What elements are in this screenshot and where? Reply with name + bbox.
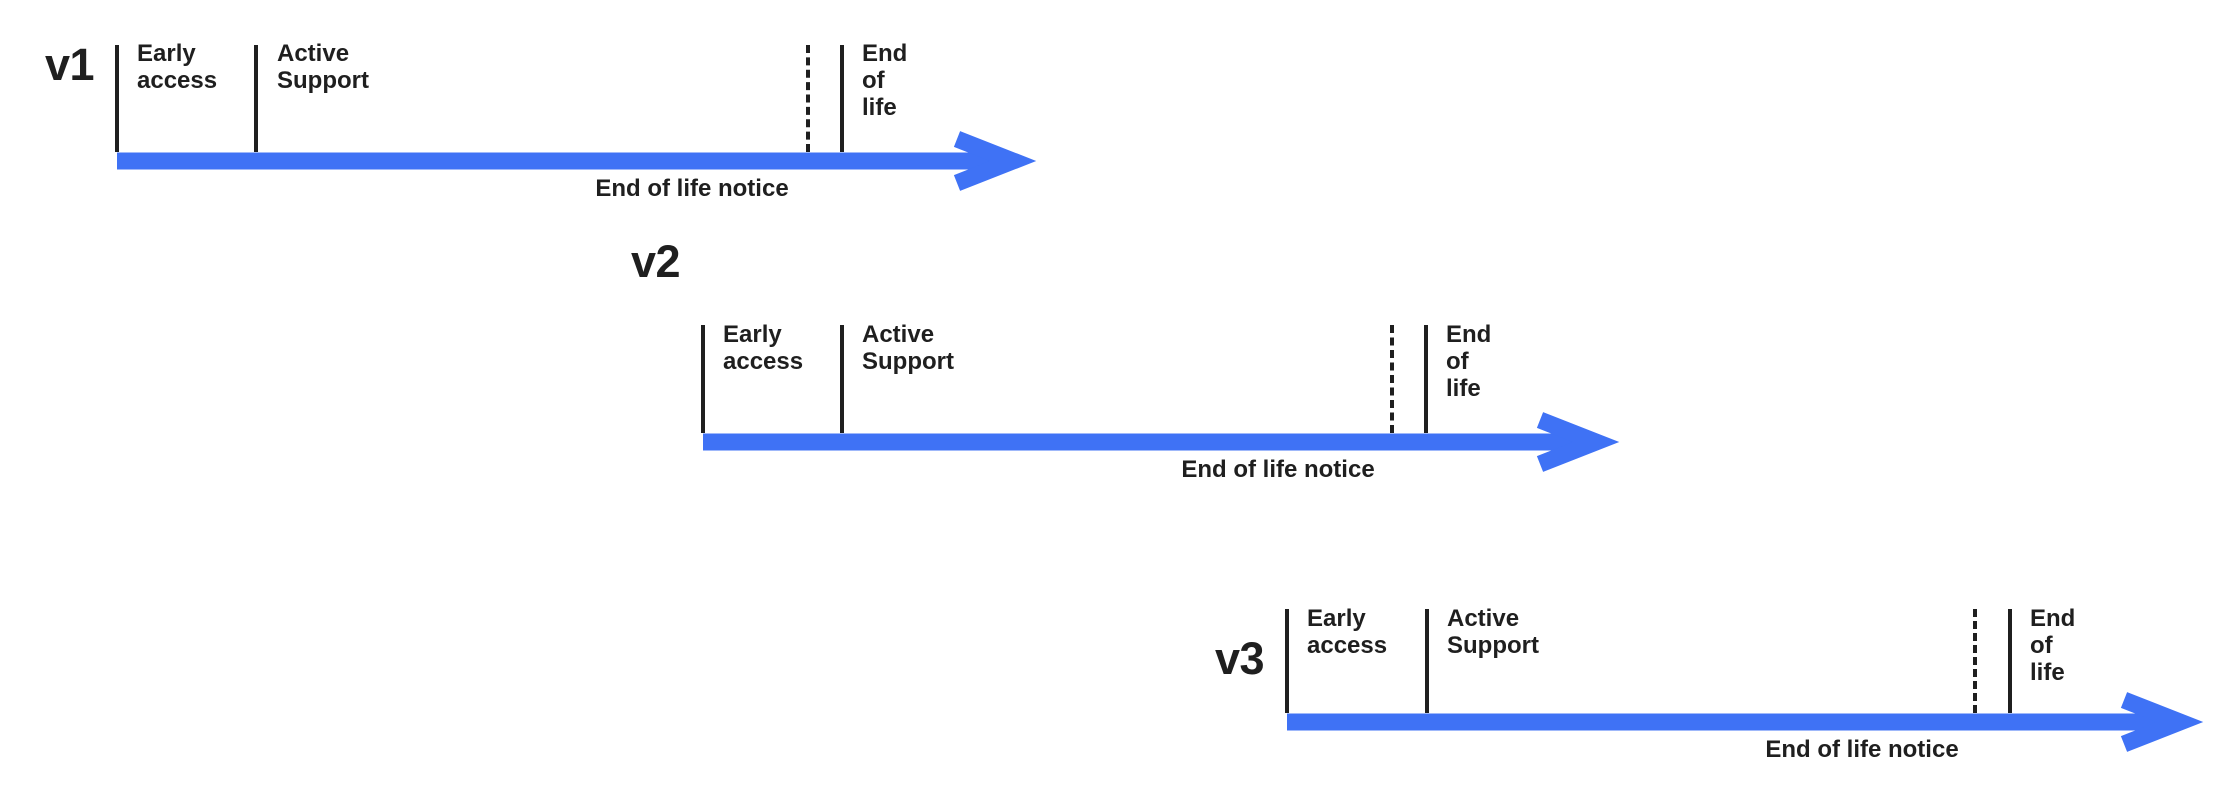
timeline-arrow-head [953,130,1037,191]
phase-label-early_access: Early access [723,321,804,375]
timeline-arrow-shaft [117,152,991,169]
version-label-v3: v3 [1214,633,1265,684]
timeline-arrow-v3 [1287,691,2204,752]
end-of-life-notice-label: End of life notice [1765,736,1959,763]
phase-divider-dashed-2 [806,45,810,152]
version-label-v1: v1 [44,39,95,90]
phase-label-early_access: Early access [137,40,218,94]
version-label-v2: v2 [630,236,681,287]
phase-divider-3 [840,45,844,152]
phase-divider-3 [1424,325,1428,433]
phase-divider-1 [254,45,258,152]
timeline-arrow-shaft [1287,713,2158,730]
end-of-life-notice-label: End of life notice [595,175,789,202]
phase-divider-0 [115,45,119,152]
phase-label-end_of_life: End of life [862,40,908,121]
phase-divider-dashed-2 [1973,609,1977,713]
timeline-arrow-head [2120,691,2204,752]
phase-label-active_support: Active Support [277,40,369,94]
phase-label-end_of_life: End of life [2030,605,2076,686]
phase-label-end_of_life: End of life [1446,321,1492,402]
phase-divider-3 [2008,609,2012,713]
phase-divider-1 [1425,609,1429,713]
timeline-arrow-v2 [703,411,1620,472]
timeline-arrow-v1 [117,130,1037,191]
phase-label-early_access: Early access [1307,605,1388,659]
timeline-arrow-head [1536,411,1620,472]
phase-divider-1 [840,325,844,433]
phase-divider-0 [1285,609,1289,713]
phase-label-active_support: Active Support [862,321,954,375]
phase-divider-dashed-2 [1390,325,1394,433]
phase-label-active_support: Active Support [1447,605,1539,659]
timeline-arrow-shaft [703,433,1574,450]
phase-divider-0 [701,325,705,433]
end-of-life-notice-label: End of life notice [1181,456,1375,483]
